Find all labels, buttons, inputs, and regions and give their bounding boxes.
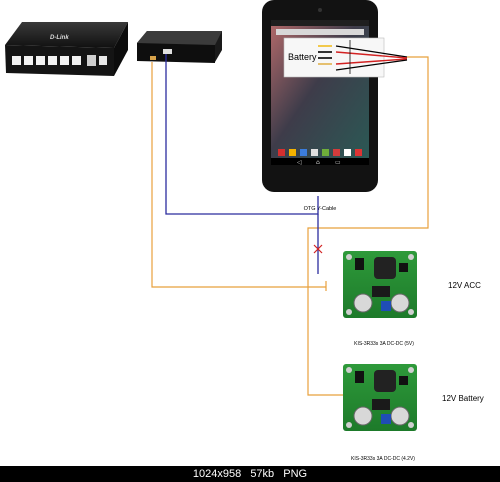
back-icon: ◁ bbox=[297, 159, 302, 166]
image-info-bar: 1024x958 57kb PNG bbox=[0, 466, 500, 482]
box-power-port bbox=[150, 56, 156, 60]
box-usb-port bbox=[163, 49, 172, 54]
module-battery-label: 12V Battery bbox=[442, 394, 484, 403]
cut-mark-icon bbox=[313, 244, 323, 254]
hub-brand-label: D-Link bbox=[50, 35, 69, 41]
dcdc-module-acc bbox=[343, 251, 417, 318]
image-filesize: 57kb bbox=[250, 468, 275, 480]
hub-usb-ports bbox=[12, 55, 107, 66]
home-icon: ⌂ bbox=[316, 159, 320, 166]
tablet: ◁ ⌂ ▭ Battery bbox=[262, 0, 408, 192]
recents-icon: ▭ bbox=[335, 159, 341, 166]
module-acc-label: 12V ACC bbox=[448, 281, 481, 290]
orange-battery-wire bbox=[307, 56, 429, 396]
battery-wire-harness bbox=[335, 40, 408, 74]
wires bbox=[151, 54, 429, 396]
usb-hub: D-Link bbox=[5, 22, 128, 76]
image-format: PNG bbox=[283, 468, 308, 480]
blue-usb-wire bbox=[165, 54, 319, 215]
image-dimensions: 1024x958 bbox=[192, 468, 242, 480]
orange-power-wire bbox=[151, 62, 326, 288]
battery-overlay-label: Battery bbox=[288, 52, 317, 62]
tablet-dock-icons bbox=[278, 149, 362, 156]
otg-cable-label: OTG Y-Cable bbox=[304, 206, 337, 212]
battery-overlay-box bbox=[283, 37, 385, 78]
module-acc-caption: KIS-3R33s 3A DC-DC (5V) bbox=[354, 341, 414, 347]
dcdc-module-battery bbox=[343, 364, 417, 431]
power-adapter-box bbox=[137, 31, 222, 63]
module-battery-caption: KIS-3R33s 3A DC-DC (4.2V) bbox=[351, 456, 415, 462]
